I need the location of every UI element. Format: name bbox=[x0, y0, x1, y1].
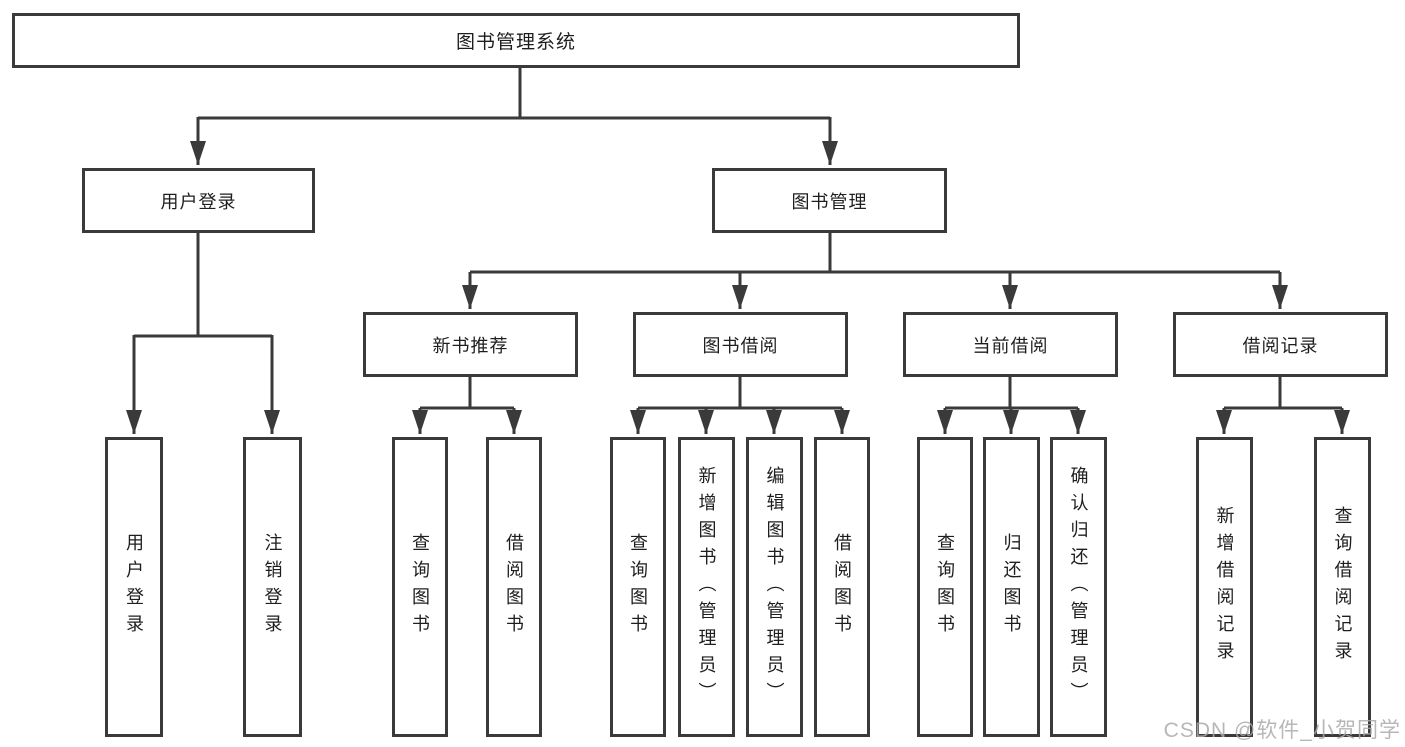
leaf-user-login-label: 用户登录 bbox=[124, 533, 144, 641]
leaf-current-return-books: 归还图书 bbox=[983, 437, 1040, 737]
node-book-management-label: 图书管理 bbox=[791, 191, 868, 212]
node-book-borrowing: 图书借阅 bbox=[633, 312, 848, 377]
leaf-recommend-borrow-books: 借阅图书 bbox=[486, 437, 542, 737]
node-new-book-recommend-label: 新书推荐 bbox=[432, 335, 509, 356]
node-new-book-recommend: 新书推荐 bbox=[363, 312, 578, 377]
node-root-system-label: 图书管理系统 bbox=[455, 32, 576, 53]
node-borrowing-records: 借阅记录 bbox=[1173, 312, 1388, 377]
leaf-borrowing-add-books-admin-label: 新增图书（管理员） bbox=[696, 465, 717, 709]
leaf-records-add-record: 新增借阅记录 bbox=[1196, 437, 1253, 737]
node-user-login-label: 用户登录 bbox=[160, 191, 237, 212]
leaf-current-query-books: 查询图书 bbox=[917, 437, 973, 737]
leaf-logout-label: 注销登录 bbox=[262, 533, 283, 641]
csdn-watermark: CSDN @软件_小贺同学 bbox=[1163, 719, 1401, 742]
leaf-borrowing-query-books-label: 查询图书 bbox=[628, 533, 648, 641]
leaf-recommend-borrow-books-label: 借阅图书 bbox=[504, 533, 524, 641]
leaf-records-query-record: 查询借阅记录 bbox=[1314, 437, 1371, 737]
leaf-user-login: 用户登录 bbox=[105, 437, 163, 737]
leaf-borrowing-add-books-admin: 新增图书（管理员） bbox=[678, 437, 735, 737]
leaf-borrowing-query-books: 查询图书 bbox=[610, 437, 666, 737]
node-borrowing-records-label: 借阅记录 bbox=[1242, 335, 1319, 356]
node-book-borrowing-label: 图书借阅 bbox=[702, 335, 779, 356]
node-current-borrowing: 当前借阅 bbox=[903, 312, 1118, 377]
node-user-login: 用户登录 bbox=[82, 168, 315, 233]
leaf-recommend-query-books-label: 查询图书 bbox=[410, 533, 430, 641]
leaf-borrowing-edit-books-admin: 编辑图书（管理员） bbox=[746, 437, 803, 737]
leaf-current-return-books-label: 归还图书 bbox=[1001, 533, 1022, 641]
leaf-logout: 注销登录 bbox=[243, 437, 302, 737]
node-book-management: 图书管理 bbox=[712, 168, 947, 233]
leaf-current-query-books-label: 查询图书 bbox=[935, 533, 955, 641]
leaf-current-confirm-return-admin: 确认归还（管理员） bbox=[1050, 437, 1107, 737]
leaf-recommend-query-books: 查询图书 bbox=[392, 437, 448, 737]
leaf-records-query-record-label: 查询借阅记录 bbox=[1332, 506, 1353, 668]
node-current-borrowing-label: 当前借阅 bbox=[972, 335, 1049, 356]
leaf-current-confirm-return-admin-label: 确认归还（管理员） bbox=[1068, 465, 1089, 709]
leaf-borrowing-borrow-books-label: 借阅图书 bbox=[832, 533, 852, 641]
leaf-records-add-record-label: 新增借阅记录 bbox=[1214, 506, 1235, 668]
leaf-borrowing-edit-books-admin-label: 编辑图书（管理员） bbox=[764, 465, 785, 709]
node-root-system: 图书管理系统 bbox=[12, 13, 1020, 68]
leaf-borrowing-borrow-books: 借阅图书 bbox=[814, 437, 870, 737]
